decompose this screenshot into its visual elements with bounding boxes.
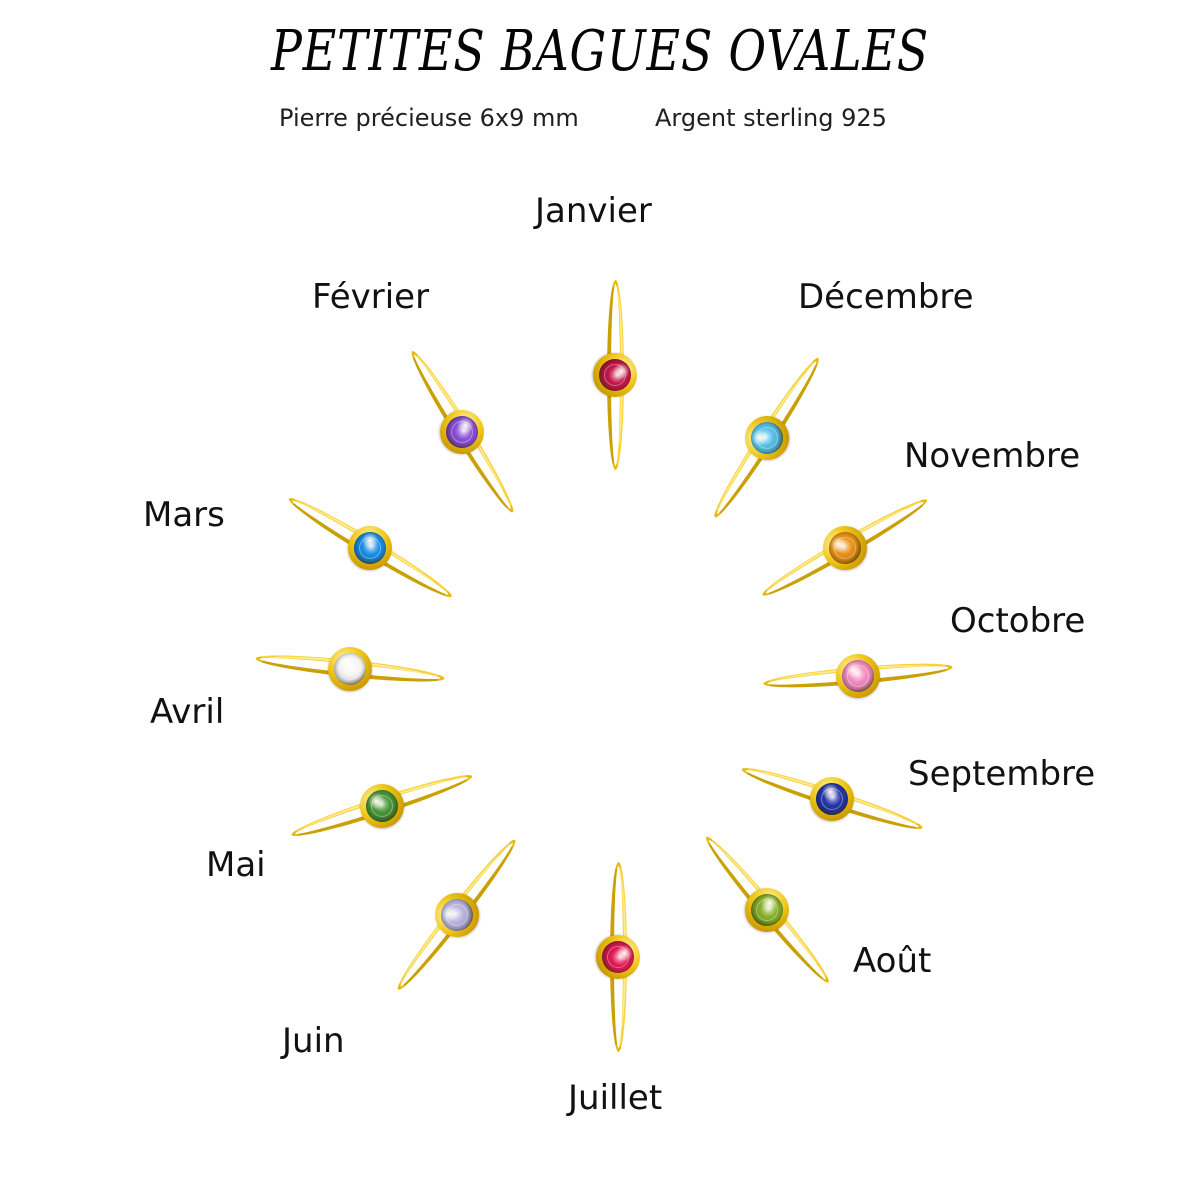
- month-label-juin: Juin: [282, 1021, 345, 1061]
- gemstone-juillet: [602, 941, 634, 973]
- month-label-novembre: Novembre: [904, 436, 1081, 476]
- ring-octobre: [762, 651, 954, 701]
- ring-septembre: [736, 753, 927, 844]
- ring-novembre: [754, 486, 936, 610]
- ring-bezel: [593, 353, 637, 397]
- gemstone-mars: [348, 526, 392, 570]
- ring-fevrier: [397, 342, 527, 521]
- gemstone-janvier: [599, 359, 631, 391]
- ring-mars: [280, 484, 460, 611]
- ring-bezel: [804, 771, 860, 827]
- month-label-octobre: Octobre: [950, 601, 1086, 641]
- ring-bezel: [834, 652, 882, 700]
- month-label-septembre: Septembre: [908, 754, 1096, 794]
- gemstone-octobre: [840, 658, 876, 694]
- material-note: Argent sterling 925: [655, 104, 887, 132]
- ring-juin: [385, 830, 529, 1001]
- ring-juillet: [596, 862, 640, 1052]
- gemstone-juin: [434, 892, 480, 938]
- ring-aout: [693, 826, 841, 993]
- month-label-juillet: Juillet: [568, 1078, 663, 1118]
- month-label-aout: Août: [853, 941, 932, 981]
- ring-mai: [286, 760, 477, 851]
- ring-janvier: [593, 280, 637, 470]
- gemstone-size-note: Pierre précieuse 6x9 mm: [279, 104, 579, 132]
- month-label-janvier: Janvier: [535, 191, 652, 231]
- gemstone-mai: [361, 785, 403, 827]
- ring-bezel: [325, 644, 375, 694]
- gemstone-novembre: [823, 526, 867, 570]
- month-label-mai: Mai: [206, 845, 266, 885]
- gemstone-decembre: [744, 415, 790, 461]
- month-label-decembre: Décembre: [798, 277, 974, 317]
- gemstone-avril: [332, 651, 368, 687]
- month-label-mars: Mars: [143, 495, 225, 535]
- page-title: PETITES BAGUES OVALES: [271, 19, 929, 84]
- gemstone-septembre: [811, 778, 853, 820]
- ring-decembre: [701, 349, 833, 527]
- month-label-avril: Avril: [150, 692, 225, 732]
- ring-bezel: [354, 778, 410, 834]
- ring-bezel: [596, 935, 640, 979]
- ring-avril: [254, 642, 447, 696]
- gemstone-fevrier: [439, 409, 485, 455]
- month-label-fevrier: Février: [312, 277, 430, 317]
